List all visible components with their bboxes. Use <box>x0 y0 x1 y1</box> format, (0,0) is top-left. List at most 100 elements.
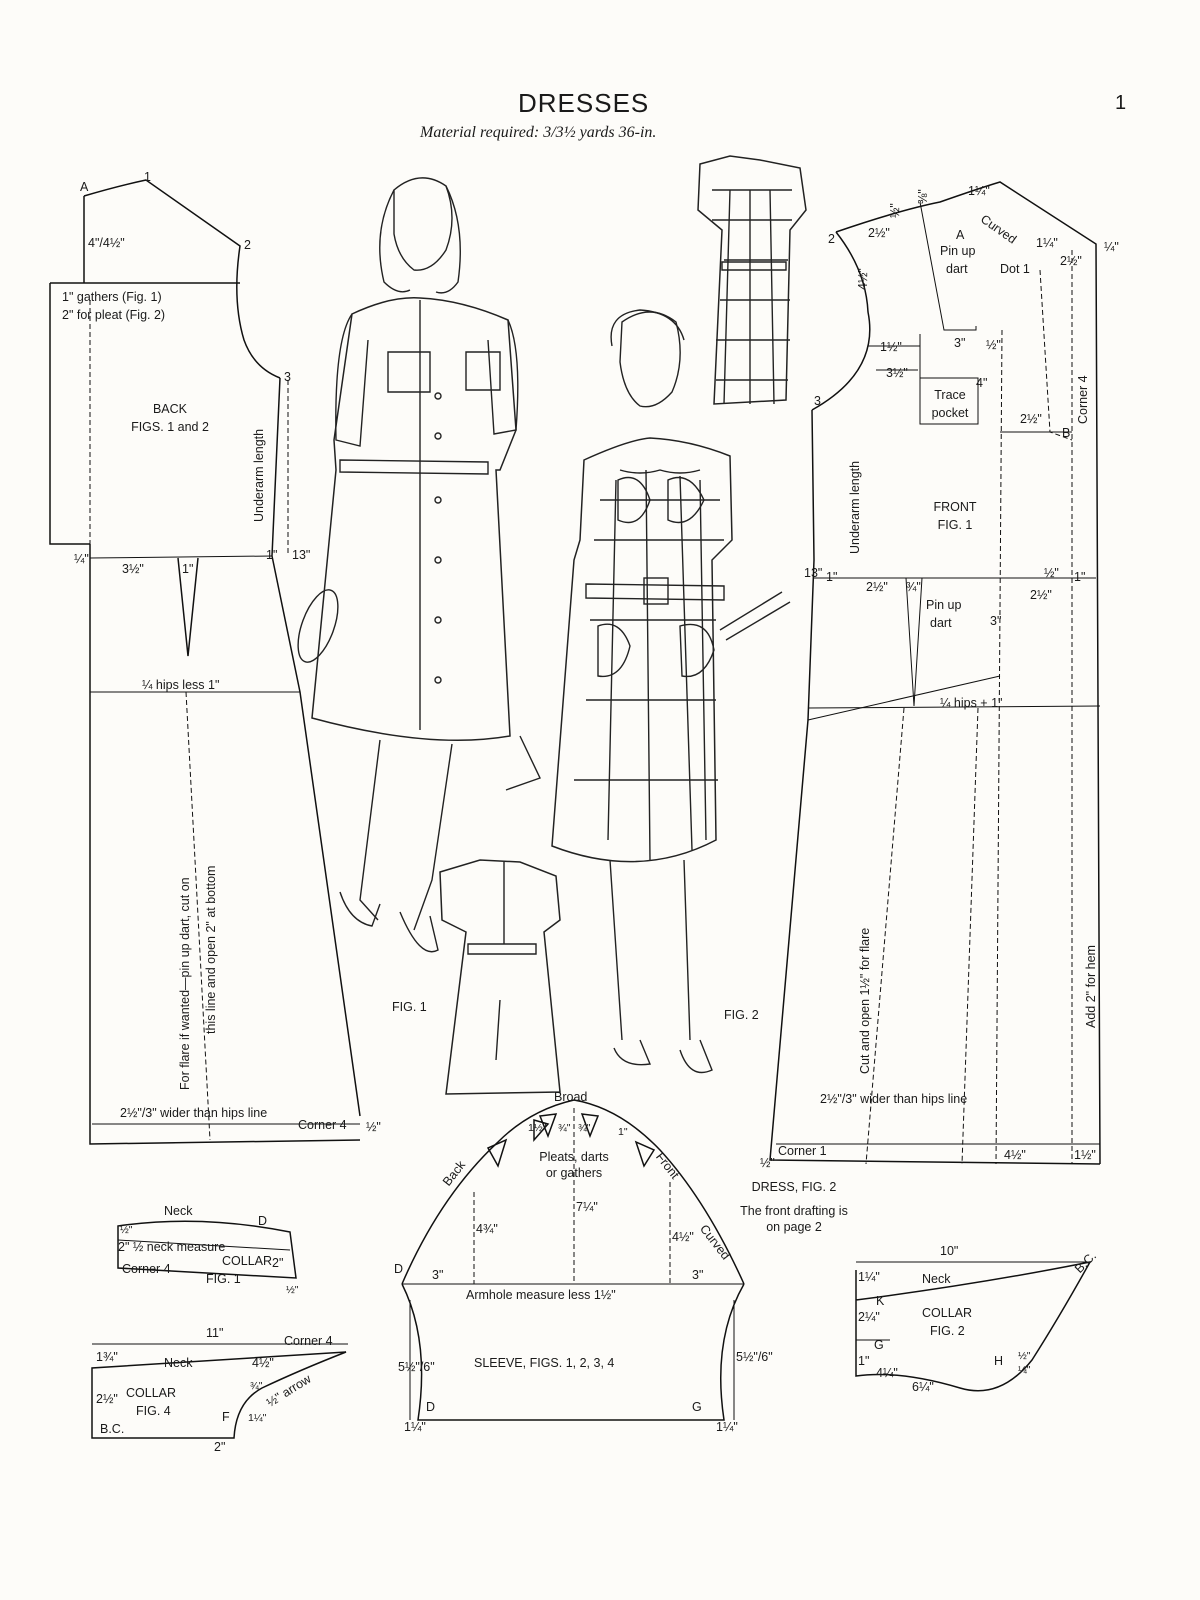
front-1-quarter: 1¼" <box>968 184 990 198</box>
front-point-2: 2 <box>828 232 835 246</box>
front-quarter-right: ¼" <box>1104 240 1119 254</box>
collar2-neck: Neck <box>922 1272 951 1286</box>
back-1in: 1" <box>266 548 278 562</box>
back-hem-line: 2½"/3" wider than hips line <box>120 1106 268 1120</box>
dress-fig2-note-2: on page 2 <box>766 1220 822 1234</box>
front-bottom-1-half: 1½" <box>1074 1148 1096 1162</box>
collar2-width: 10" <box>940 1244 959 1258</box>
sleeve-pleats-1: Pleats, darts <box>539 1150 609 1164</box>
fig2-label: FIG. 2 <box>724 1008 759 1022</box>
back-point-3: 3 <box>284 370 291 384</box>
front-half-c: ½" <box>1044 566 1059 580</box>
front-half-b: ½" <box>986 338 1001 352</box>
sleeve-bottom-right: 1¼" <box>716 1420 738 1434</box>
collar2-left-1-quarter: 1¼" <box>858 1270 880 1284</box>
front-3-4: ¾" <box>906 580 921 594</box>
collar4-bottom-2: 2" <box>214 1440 226 1454</box>
sleeve-armhole: Armhole measure less 1½" <box>466 1288 616 1302</box>
sleeve-h-7-quarter: 7¼" <box>576 1200 598 1214</box>
front-4-half: 4½" <box>856 268 870 290</box>
collar-fig4-outline <box>91 1343 348 1439</box>
fig1-illustration <box>297 177 519 953</box>
collar-fig1-outline <box>117 1220 297 1279</box>
back-flare-note-1: For flare if wanted—pin up dart, cut on <box>178 877 192 1090</box>
back-pleat-note: 2" for pleat (Fig. 2) <box>62 308 166 322</box>
back-quarter: ¼" <box>74 552 89 566</box>
back-point-1: 1 <box>144 170 151 184</box>
sleeve-top-b: ¾" <box>558 1122 571 1134</box>
sleeve-title: SLEEVE, FIGS. 1, 2, 3, 4 <box>474 1356 615 1370</box>
front-1-quarter-b: 1¼" <box>1036 236 1058 250</box>
sleeve-top-a: 1½" <box>528 1122 547 1134</box>
front-bottom-4-half: 4½" <box>1004 1148 1026 1162</box>
sleeve-bottom-left: 1¼" <box>404 1420 426 1434</box>
collar1-corner: Corner 4 <box>122 1262 171 1276</box>
sleeve-pattern-outline <box>401 1099 745 1421</box>
front-1-half: 1½" <box>880 340 902 354</box>
front-half-top: ½" <box>888 203 902 218</box>
back-13in: 13" <box>292 548 311 562</box>
sleeve-side-right: 5½"/6" <box>736 1350 773 1364</box>
collar4-left-top: 1¾" <box>96 1350 118 1364</box>
collar4-point-f: F <box>222 1410 230 1424</box>
front-title: FRONT <box>933 500 977 514</box>
front-2-half-a: 2½" <box>868 226 890 240</box>
back-pattern-outline <box>49 179 361 1145</box>
dress-fig2-note-1: The front drafting is <box>740 1204 848 1218</box>
collar4-quarter-top: ¾" <box>250 1380 263 1392</box>
collar4-left-2-half: 2½" <box>96 1392 118 1406</box>
back-dart-offset: 3½" <box>122 562 144 576</box>
back-point-2: 2 <box>244 238 251 252</box>
back-flare-note-2: this line and open 2" at bottom <box>204 865 218 1034</box>
collar4-width: 11" <box>206 1326 224 1340</box>
sleeve-point-d: D <box>426 1400 436 1414</box>
sleeve-broad: Broad <box>554 1090 588 1104</box>
back-hips-line: ¼ hips less 1" <box>142 678 220 692</box>
sleeve-pleats-2: or gathers <box>545 1166 603 1180</box>
collar2-bottom-6-quarter: 6¼" <box>912 1380 934 1394</box>
sleeve-right-3: 3" <box>692 1268 704 1282</box>
front-fig: FIG. 1 <box>937 518 973 532</box>
collar2-point-h: H <box>994 1354 1004 1368</box>
front-underarm-label: Underarm length <box>848 460 862 554</box>
collar1-right-2: 2" <box>272 1256 284 1270</box>
trace-pocket-1: Trace <box>934 388 966 402</box>
front-3-half: 3½" <box>886 366 908 380</box>
collar1-point-d: D <box>258 1214 268 1228</box>
back-figs: FIGS. 1 and 2 <box>131 420 209 434</box>
collar4-title: COLLAR <box>126 1386 177 1400</box>
collar4-neck: Neck <box>164 1356 193 1370</box>
front-2-half-d: 2½" <box>866 580 888 594</box>
collar4-right-4-half: 4½" <box>252 1356 274 1370</box>
front-hem-note: Add 2" for hem <box>1084 945 1098 1028</box>
collar2-bottom-4-quarter: 4¼" <box>876 1366 898 1380</box>
collar4-fig: FIG. 4 <box>136 1404 171 1418</box>
trace-pocket-2: pocket <box>931 406 969 420</box>
front-pin-up-2: Pin up <box>926 598 962 612</box>
sleeve-point-g: G <box>692 1400 702 1414</box>
collar2-title: COLLAR <box>922 1306 973 1320</box>
front-cut-note: Cut and open 1½" for flare <box>858 927 872 1074</box>
page-subtitle: Material required: 3/3½ yards 36-in. <box>420 124 657 141</box>
collar1-fig: FIG. 1 <box>206 1272 241 1286</box>
collar1-right-half: ½" <box>286 1284 299 1296</box>
collar4-bc: B.C. <box>100 1422 125 1436</box>
page-title: DRESSES <box>518 88 650 118</box>
front-point-b: B <box>1062 426 1071 440</box>
fig1-label: FIG. 1 <box>392 1000 427 1014</box>
front-13in: 13" <box>804 566 823 580</box>
collar4-quarter-bot: 1¼" <box>248 1412 267 1424</box>
front-corner-4: Corner 4 <box>1076 375 1090 424</box>
collar1-neck-measure: 2" ½ neck measure <box>118 1240 226 1254</box>
front-dart-3: 3" <box>990 614 1002 628</box>
sleeve-side-left: 5½"/6" <box>398 1360 435 1374</box>
front-hips-line: ¼ hips + 1" <box>940 696 1003 710</box>
front-point-3: 3 <box>814 394 821 408</box>
sleeve-top-c: ¾" <box>578 1122 591 1134</box>
collar2-point-k: K <box>876 1294 885 1308</box>
back-gathers-note: 1" gathers (Fig. 1) <box>62 290 162 304</box>
front-pattern-outline <box>769 181 1101 1165</box>
plaid-dress-thumbnail <box>697 155 807 405</box>
sleeve-h-4-half: 4½" <box>672 1230 694 1244</box>
